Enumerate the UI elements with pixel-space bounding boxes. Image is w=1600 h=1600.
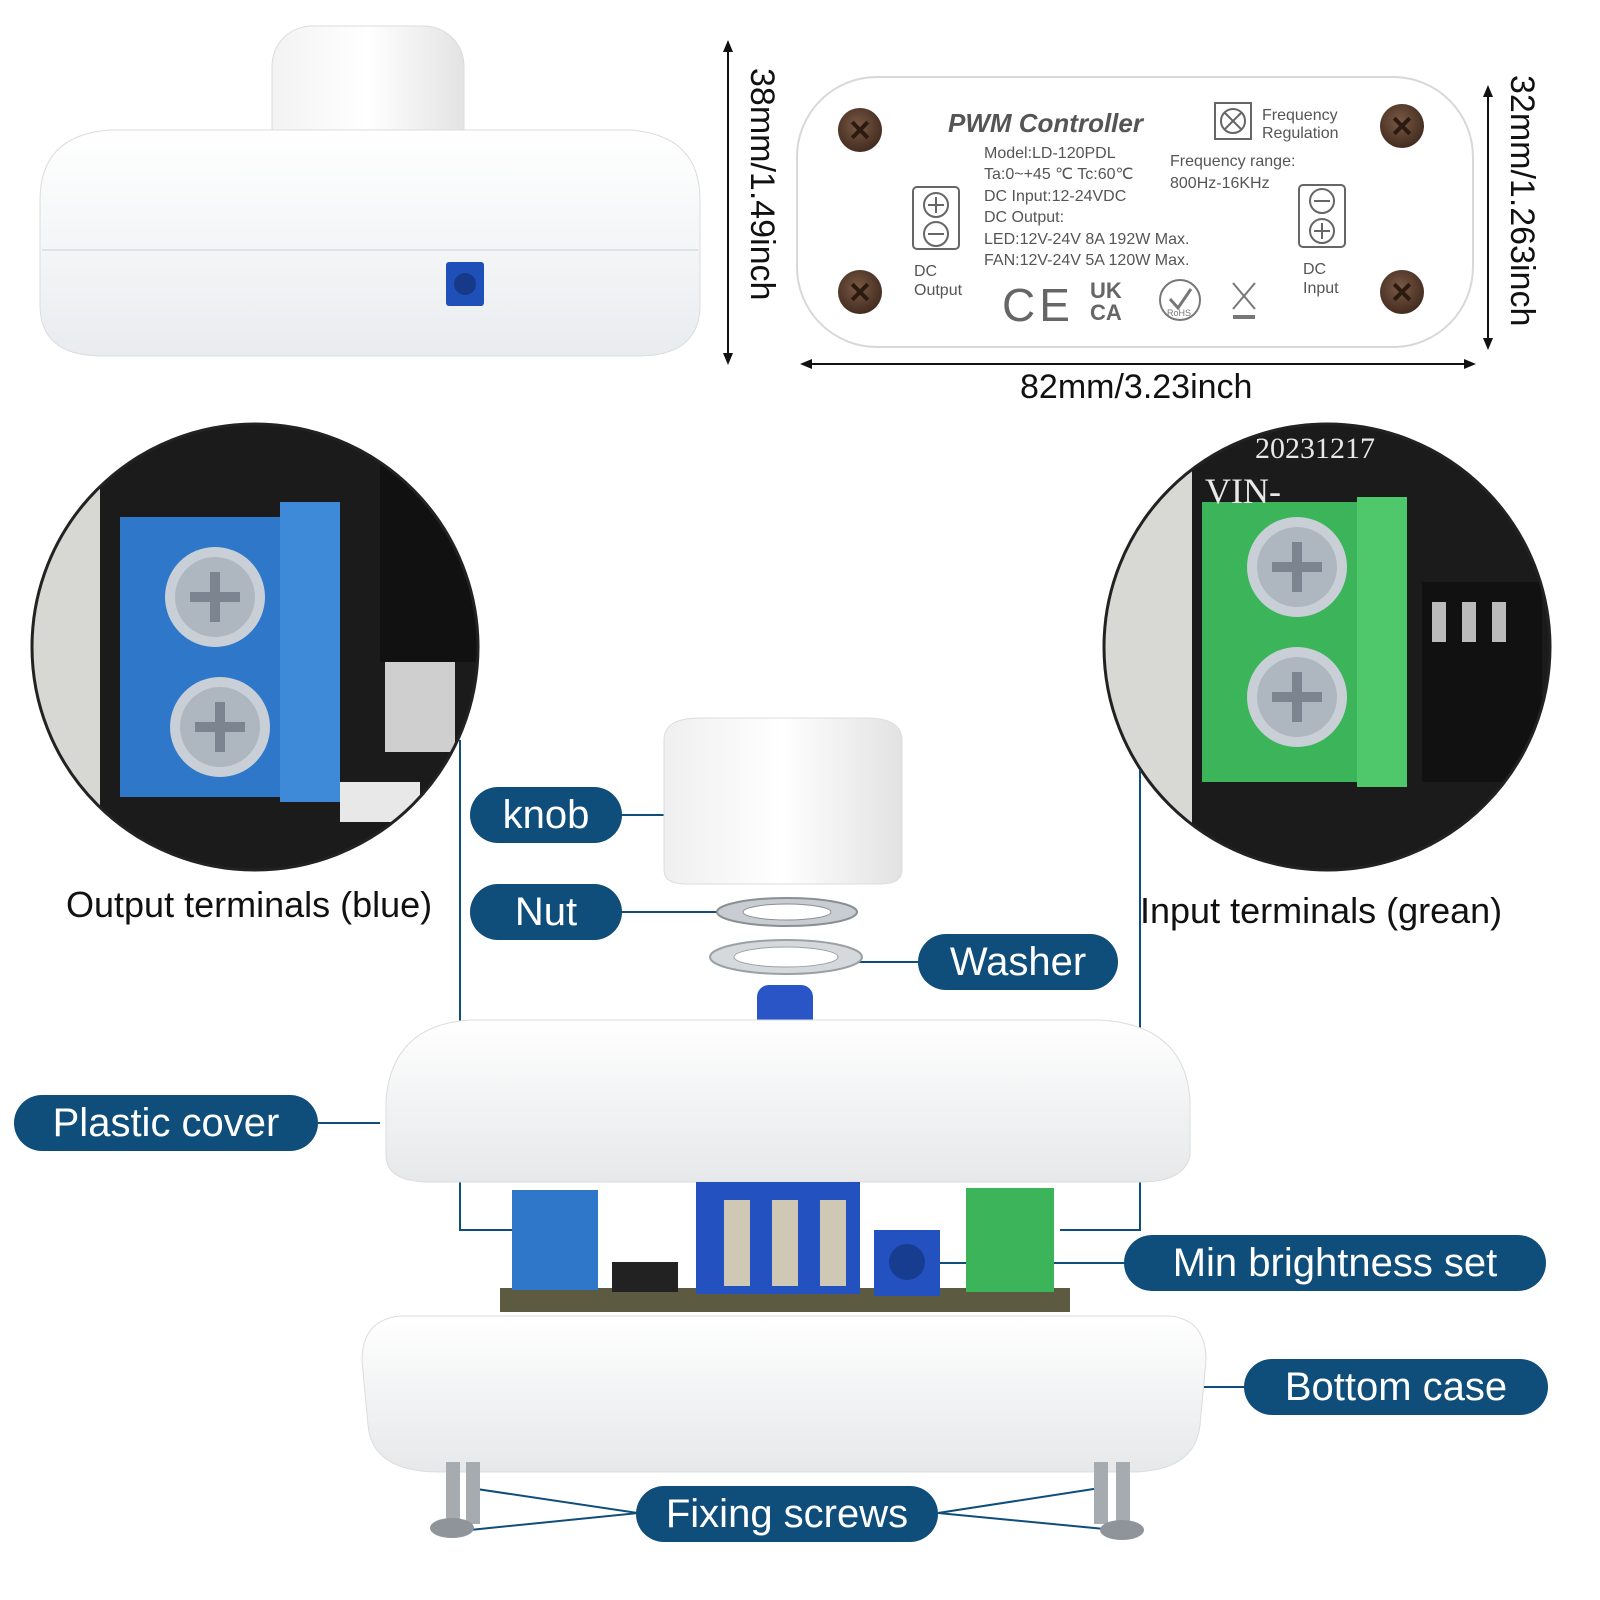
label-dc-input-spec: DC Input:12-24VDC — [984, 188, 1127, 205]
label-dc-output-spec: DC Output: — [984, 209, 1065, 226]
output-terminals-caption: Output terminals (blue) — [66, 884, 433, 925]
label-frequency-regulation-2: Regulation — [1262, 125, 1339, 142]
pcb-vin-label: VIN- — [1205, 471, 1281, 511]
label-dc-input-2: Input — [1303, 280, 1339, 297]
label-freq-range: Frequency range: — [1170, 153, 1296, 170]
ukca-mark-2: CA — [1090, 300, 1122, 325]
height-dimension-label: 38mm/1.49inch — [743, 68, 781, 301]
label-title: PWM Controller — [948, 108, 1143, 138]
label-freq-range-value: 800Hz-16KHz — [1170, 175, 1270, 192]
label-dc-input-1: DC — [1303, 261, 1327, 278]
corner-screw-icon — [1380, 104, 1424, 148]
corner-screw-icon — [838, 270, 882, 314]
min-brightness-label: Min brightness set — [1124, 1235, 1546, 1291]
ce-mark: CE — [1002, 279, 1074, 331]
label-temp: Ta:0~+45 ℃ Tc:60℃ — [984, 166, 1134, 183]
fixing-screws-label: Fixing screws — [636, 1486, 938, 1542]
nut-label: Nut — [470, 884, 622, 940]
ukca-mark-1: UK — [1090, 278, 1122, 303]
corner-screw-icon — [838, 108, 882, 152]
label-fan-spec: FAN:12V-24V 5A 120W Max. — [984, 252, 1190, 269]
label-led-spec: LED:12V-24V 8A 192W Max. — [984, 231, 1190, 248]
label-dc-output-2: Output — [914, 282, 963, 299]
width-dimension-label: 82mm/3.23inch — [1020, 368, 1253, 406]
corner-screw-icon — [1380, 270, 1424, 314]
output-terminal-zoom — [30, 422, 480, 872]
label-frequency-regulation-1: Frequency — [1262, 107, 1338, 124]
side-view-illustration — [39, 25, 701, 357]
width-dimension-arrow — [800, 359, 1476, 369]
bottom-case-label: Bottom case — [1244, 1359, 1548, 1415]
rohs-mark: RoHS — [1167, 308, 1192, 318]
top-view-illustration — [796, 76, 1474, 348]
height-dimension-arrow — [723, 40, 733, 365]
plastic-cover-label: Plastic cover — [14, 1095, 318, 1151]
input-terminals-caption: Input terminals (grean) — [1140, 890, 1503, 931]
pcb-date-code: 20231217 — [1255, 432, 1375, 465]
input-terminal-zoom — [1102, 422, 1552, 872]
knob-label: knob — [470, 787, 622, 843]
depth-dimension-label: 32mm/1.263inch — [1503, 75, 1541, 327]
washer-label: Washer — [918, 934, 1118, 990]
label-model: Model:LD-120PDL — [984, 145, 1116, 162]
label-dc-output-1: DC — [914, 263, 938, 280]
depth-dimension-arrow — [1483, 85, 1493, 350]
